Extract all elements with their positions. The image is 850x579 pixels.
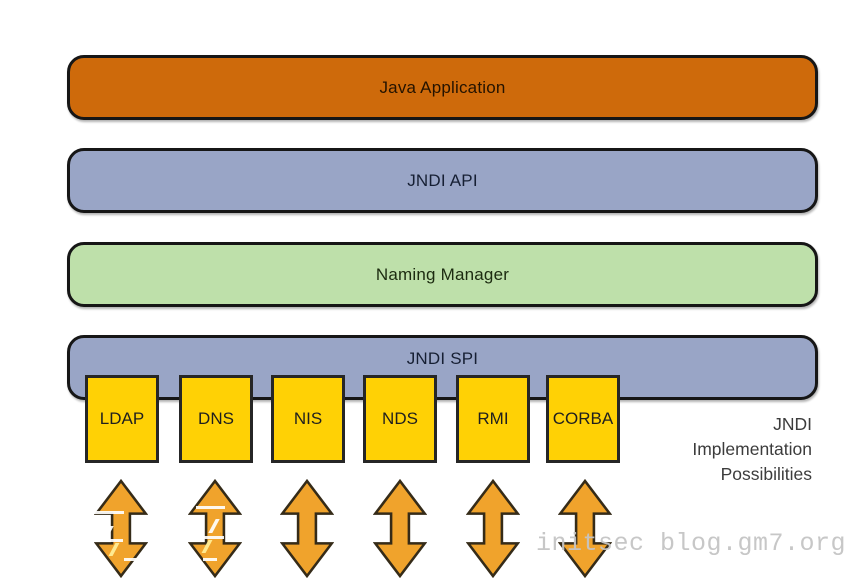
double-vertical-arrow-icon xyxy=(94,479,148,578)
note-line-2: Implementation xyxy=(692,439,812,459)
protocol-box-rmi: RMI xyxy=(456,375,530,463)
protocol-nis-label: NIS xyxy=(293,409,323,428)
protocol-box-dns: DNS xyxy=(179,375,253,463)
double-vertical-arrow-icon xyxy=(188,479,242,578)
protocol-dns-label: DNS xyxy=(198,409,234,428)
protocol-box-nds: NDS xyxy=(363,375,437,463)
implementation-note: JNDI Implementation Possibilities xyxy=(692,412,812,487)
layer-jndi-api: JNDI API xyxy=(67,148,818,213)
watermark-artifact-mark xyxy=(93,511,124,514)
watermark-artifact-mark xyxy=(203,558,217,561)
protocol-box-nis: NIS xyxy=(271,375,345,463)
protocol-corba-label: CORBA xyxy=(552,409,614,428)
watermark-artifact-mark xyxy=(197,536,224,539)
layer-naming-manager: Naming Manager xyxy=(67,242,818,307)
protocol-nds-label: NDS xyxy=(382,409,418,428)
protocol-rmi-label: RMI xyxy=(477,409,509,428)
note-line-3: Possibilities xyxy=(720,464,812,484)
layer-java-application-label: Java Application xyxy=(379,77,506,97)
layer-java-application: Java Application xyxy=(67,55,818,120)
double-arrow-shape xyxy=(466,479,520,578)
watermark-artifact-mark xyxy=(97,539,123,542)
protocol-ldap-label: LDAP xyxy=(99,409,145,428)
layer-jndi-api-label: JNDI API xyxy=(407,170,478,190)
watermark-artifact-mark xyxy=(196,506,225,509)
watermark-text: initsec blog.gm7.org xyxy=(536,529,847,558)
protocol-box-ldap: LDAP xyxy=(85,375,159,463)
watermark-artifact-mark xyxy=(124,558,137,561)
double-arrow-shape xyxy=(94,479,148,578)
double-arrow-shape xyxy=(373,479,427,578)
note-line-1: JNDI xyxy=(773,414,812,434)
double-vertical-arrow-icon xyxy=(280,479,334,578)
double-vertical-arrow-icon xyxy=(558,479,612,578)
double-vertical-arrow-icon xyxy=(466,479,520,578)
layer-jndi-spi-label: JNDI SPI xyxy=(406,349,479,368)
layer-naming-manager-label: Naming Manager xyxy=(375,264,510,284)
double-vertical-arrow-icon xyxy=(373,479,427,578)
double-arrow-shape xyxy=(280,479,334,578)
protocol-box-corba: CORBA xyxy=(546,375,620,463)
double-arrow-shape xyxy=(558,479,612,578)
double-arrow-shape xyxy=(188,479,242,578)
